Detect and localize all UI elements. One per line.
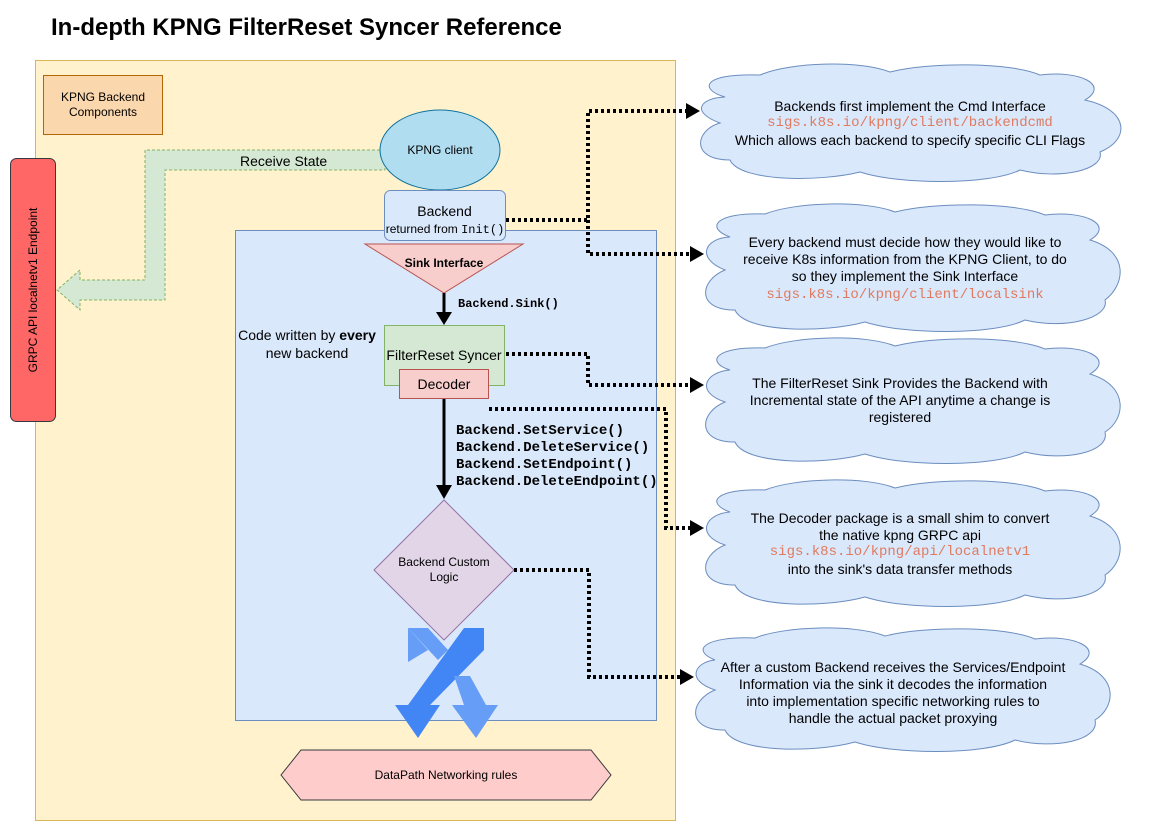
- backend-label: Backend: [417, 203, 472, 219]
- cloud-decoder-pkg: sigs.k8s.io/kpng/api/localnetv1: [769, 544, 1031, 560]
- cloud-sink-interface-text: Every backend must decide how they would…: [700, 234, 1110, 304]
- method-set-service: Backend.SetService(): [456, 423, 625, 439]
- connector-syncer: [506, 352, 692, 387]
- code-note-before: Code written by: [238, 327, 340, 343]
- receive-state-arrow: [56, 149, 386, 312]
- sink-interface-label: Sink Interface: [404, 256, 484, 270]
- cloud-filterreset-line-1: The FilterReset Sink Provides the Backen…: [752, 375, 1048, 391]
- connector-arrowhead-3: [690, 377, 704, 393]
- custom-logic-node: [373, 499, 515, 641]
- grpc-endpoint-label: GRPC API localnetv1 Endpoint: [26, 207, 40, 373]
- decoder-to-logic-arrowhead: [436, 485, 452, 499]
- connector-backend-cmd: [506, 109, 688, 222]
- diagram-title: In-depth KPNG FilterReset Syncer Referen…: [51, 14, 562, 41]
- cloud-custom-logic: [695, 627, 1111, 752]
- cloud-cmd-line-2: Which allows each backend to specify spe…: [734, 132, 1086, 148]
- cloud-custom-logic-text: After a custom Backend receives the Serv…: [688, 659, 1098, 727]
- cloud-logic-line-3: into implementation specific networking …: [746, 693, 1040, 709]
- code-note-after: new backend: [265, 345, 349, 361]
- cloud-decoder: [705, 479, 1121, 607]
- cloud-decoder-line-1: The Decoder package is a small shim to c…: [750, 510, 1050, 526]
- cloud-sink-interface: [705, 203, 1121, 332]
- sink-interface-node: [363, 243, 525, 294]
- decoder-node: [399, 369, 489, 399]
- cloud-decoder-text: The Decoder package is a small shim to c…: [700, 510, 1100, 578]
- cloud-logic-line-4: handle the actual packet proxying: [788, 710, 998, 726]
- crossed-arrows-icon: [395, 628, 498, 738]
- cloud-filterreset-line-2: Incremental state of the API anytime a c…: [749, 392, 1051, 408]
- backend-methods: Backend.SetService() Backend.DeleteServi…: [456, 423, 658, 491]
- cloud-sink-pkg: sigs.k8s.io/kpng/client/localsink: [766, 287, 1044, 303]
- cloud-decoder-line-2: the native kpng GRPC api: [819, 527, 981, 543]
- cloud-logic-line-1: After a custom Backend receives the Serv…: [720, 659, 1066, 675]
- backend-returned-label: returned from Init(): [380, 222, 510, 237]
- cloud-filterreset-sink: [705, 337, 1121, 464]
- dotted-connectors: [489, 109, 692, 679]
- legend-box: [43, 75, 163, 135]
- receive-state-label: Receive State: [240, 153, 328, 169]
- grpc-endpoint-bar: [10, 158, 56, 422]
- connector-arrowhead-5: [680, 669, 694, 685]
- connector-backend-sink: [586, 220, 692, 256]
- cloud-sink-line-3: so they implement the Sink Interface: [791, 268, 1019, 284]
- datapath-label: DataPath Networking rules: [374, 768, 518, 782]
- decoder-label: Decoder: [417, 376, 471, 392]
- connector-arrowhead-4: [690, 520, 704, 536]
- sink-to-syncer-arrowhead: [436, 312, 452, 325]
- legend-box-label: KPNG Backend Components: [60, 90, 146, 119]
- backend-returned-prefix: returned from: [385, 222, 462, 236]
- cloud-sink-line-1: Every backend must decide how they would…: [748, 234, 1062, 250]
- backend-returned-code: Init(): [461, 223, 505, 237]
- datapath-node: [280, 749, 612, 801]
- cloud-cmd-line-1: Backends first implement the Cmd Interfa…: [774, 98, 1046, 114]
- cloud-filterreset-text: The FilterReset Sink Provides the Backen…: [700, 375, 1100, 426]
- custom-logic-label: Backend Custom Logic: [398, 555, 490, 584]
- cloud-cmd-pkg: sigs.k8s.io/kpng/client/backendcmd: [767, 115, 1053, 131]
- method-delete-endpoint: Backend.DeleteEndpoint(): [456, 474, 658, 490]
- filterreset-syncer-label: FilterReset Syncer: [386, 347, 502, 363]
- cloud-sink-line-2: receive K8s information from the KPNG Cl…: [743, 251, 1067, 267]
- code-note-label: Code written by every new backend: [236, 326, 378, 362]
- cloud-decoder-line-3: into the sink's data transfer methods: [787, 561, 1013, 577]
- connector-decoder: [489, 407, 692, 530]
- cloud-cmd-interface: [700, 63, 1122, 182]
- sink-call-label: Backend.Sink(): [458, 297, 559, 311]
- method-set-endpoint: Backend.SetEndpoint(): [456, 457, 633, 473]
- connector-custom-logic: [514, 568, 682, 679]
- connector-arrowhead-2: [690, 246, 704, 262]
- method-delete-service: Backend.DeleteService(): [456, 440, 650, 456]
- backend-node: [384, 190, 506, 241]
- connector-arrowhead-1: [686, 103, 700, 119]
- cloud-logic-line-2: Information via the sink it decodes the …: [738, 676, 1048, 692]
- cloud-cmd-interface-text: Backends first implement the Cmd Interfa…: [700, 98, 1120, 149]
- code-note-bold: every: [339, 327, 376, 343]
- cloud-filterreset-line-3: registered: [868, 409, 932, 425]
- kpng-client-label: KPNG client: [407, 143, 473, 157]
